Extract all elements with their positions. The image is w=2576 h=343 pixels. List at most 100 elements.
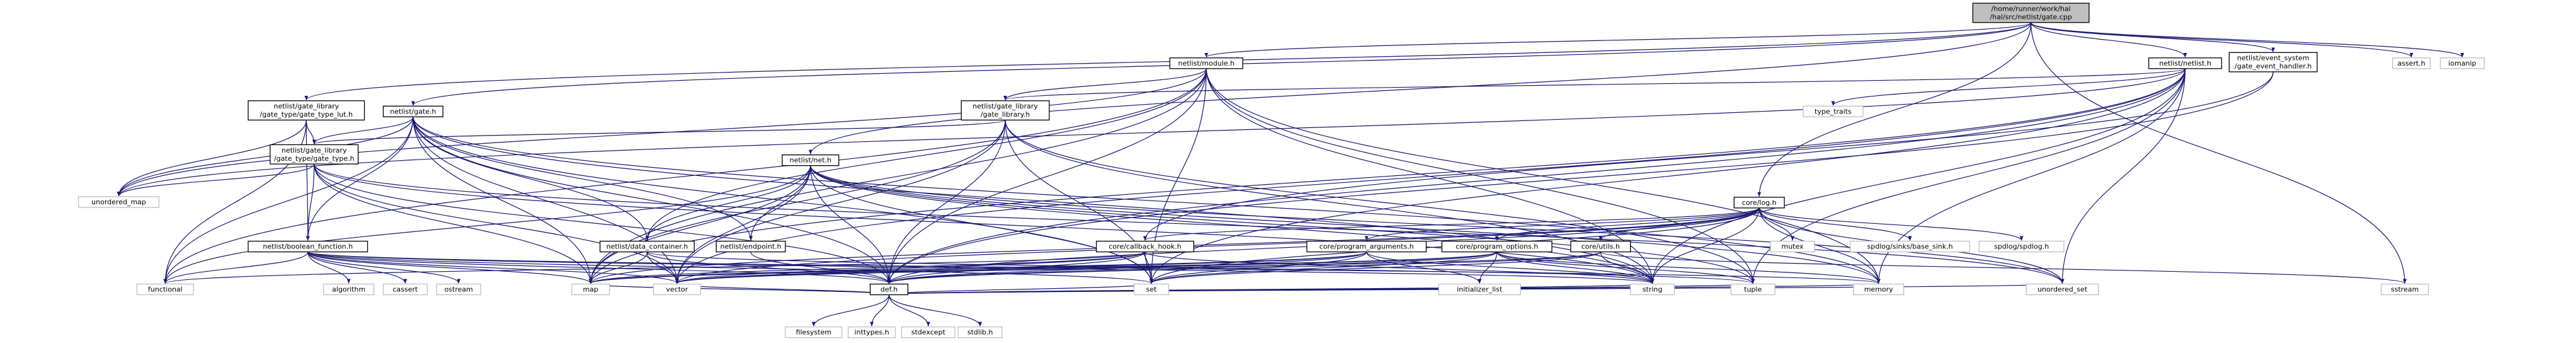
- node-box: [571, 283, 610, 296]
- node-inttypes: inttypes.h: [848, 326, 896, 339]
- edge-root-to-netlist_module: [1204, 22, 2032, 58]
- edge-netlist_gate-to-functional: [163, 117, 414, 284]
- edge-netlist_net-to-functional: [163, 165, 811, 284]
- edge-netlist_netlist-to-unordered_set: [2060, 68, 2186, 284]
- edge-core_log-to-string: [1650, 207, 1760, 284]
- edge-program_options-to-memory: [1496, 251, 1881, 284]
- node-label: netlist/endpoint.h: [720, 243, 781, 251]
- node-label: spdlog/sinks/base_sink.h: [1867, 243, 1953, 251]
- node-label: memory: [1864, 286, 1893, 294]
- node-label: assert.h: [2397, 59, 2425, 67]
- node-netlist-net[interactable]: netlist/net.h: [782, 154, 840, 166]
- edge-root-to-netlist_net: [808, 22, 2032, 154]
- edge-netlist_gate-to-data_container: [413, 117, 649, 241]
- node-algorithm: algorithm: [323, 283, 375, 296]
- edge-program_options-to-map: [589, 251, 1498, 284]
- node-box: [848, 326, 896, 339]
- node-root[interactable]: /home/runner/work/hal/hal/src/netlist/ga…: [1972, 3, 2090, 23]
- node-label: unordered_map: [91, 198, 146, 206]
- edge-event_handler-to-def: [887, 71, 2274, 284]
- node-data-container[interactable]: netlist/data_container.h: [600, 240, 695, 253]
- node-label: netlist/module.h: [1178, 59, 1235, 67]
- node-endpoint[interactable]: netlist/endpoint.h: [715, 240, 786, 253]
- node-netlist-gate[interactable]: netlist/gate.h: [382, 105, 443, 117]
- edge-program_options-to-def: [887, 251, 1498, 284]
- node-box: [248, 240, 368, 253]
- node-box: [1441, 240, 1553, 253]
- node-def[interactable]: def.h: [869, 283, 909, 296]
- edge-core_log-to-base_sink: [1758, 207, 1912, 241]
- edge-boolean_function-to-map: [307, 251, 593, 284]
- edge-netlist_net-to-string: [810, 165, 1655, 284]
- edge-root-to-sstream: [2031, 22, 2407, 284]
- node-gate-type-lut[interactable]: netlist/gate_library/gate_type/gate_type…: [248, 100, 365, 121]
- node-box: [1169, 57, 1243, 69]
- node-gate-type[interactable]: netlist/gate_library/gate_type/gate_type…: [270, 144, 359, 165]
- edge-core_log-to-memory: [1758, 207, 1881, 284]
- node-box: [1306, 240, 1427, 253]
- node-event-handler[interactable]: netlist/event_system/gate_event_handler.…: [2228, 52, 2318, 73]
- edge-core_log-to-vector: [675, 207, 1760, 284]
- edge-boolean_function-to-algorithm: [307, 252, 351, 284]
- edge-core_utils-to-vector: [675, 251, 1601, 284]
- node-label: /gate_event_handler.h: [2235, 62, 2311, 71]
- edge-netlist_netlist-to-string: [1650, 68, 2186, 284]
- node-functional: functional: [136, 283, 194, 296]
- node-box: [901, 326, 955, 339]
- edge-gate_type-to-unordered_map: [117, 163, 315, 197]
- edge-netlist_gate-to-unordered_map: [117, 117, 414, 196]
- node-box: [2148, 57, 2223, 69]
- edge-root-to-netlist_netlist: [2031, 22, 2187, 57]
- node-gate-library[interactable]: netlist/gate_library/gate_library.h: [960, 100, 1050, 121]
- node-label: tuple: [1744, 286, 1762, 294]
- node-boolean-function[interactable]: netlist/boolean_function.h: [248, 240, 368, 253]
- node-box: [1133, 283, 1170, 296]
- edge-core_log-to-program_arguments: [1364, 207, 1760, 241]
- edge-netlist_netlist-to-type_traits: [1831, 68, 2186, 106]
- node-box: [2228, 52, 2318, 73]
- node-box: [2439, 57, 2485, 69]
- node-sstream: sstream: [2381, 283, 2429, 296]
- node-label: algorithm: [332, 286, 365, 294]
- edge-program_options-to-set: [1149, 251, 1498, 284]
- node-core-utils[interactable]: core/utils.h: [1570, 240, 1631, 253]
- node-box: [1438, 283, 1521, 296]
- node-label: filesystem: [796, 328, 832, 337]
- node-vector: vector: [653, 283, 701, 296]
- node-label: netlist/net.h: [790, 156, 831, 165]
- node-callback-hook[interactable]: core/callback_hook.h: [1096, 240, 1195, 253]
- edge-netlist_gate-to-map: [413, 117, 593, 284]
- node-box: [960, 100, 1050, 121]
- edge-core_utils-to-string: [1600, 252, 1655, 284]
- node-box: [382, 105, 443, 117]
- node-map: map: [571, 283, 610, 296]
- node-label: netlist/netlist.h: [2159, 59, 2211, 67]
- node-set: set: [1133, 283, 1170, 296]
- edge-data_container-to-def: [646, 252, 891, 284]
- node-memory: memory: [1853, 283, 1905, 296]
- edge-program_arguments-to-map: [589, 251, 1367, 284]
- node-program-options[interactable]: core/program_options.h: [1441, 240, 1553, 253]
- node-netlist-netlist[interactable]: netlist/netlist.h: [2148, 57, 2223, 69]
- edge-core_log-to-mutex: [1758, 207, 1795, 241]
- edge-boolean_function-to-functional: [163, 252, 309, 284]
- node-label: netlist/gate_library: [282, 146, 347, 154]
- edge-program_arguments-to-vector: [675, 251, 1367, 284]
- edge-core_log-to-callback_hook: [1143, 207, 1760, 241]
- edge-core_log-to-spdlog: [1758, 207, 2024, 241]
- edge-def-to-stdlib: [888, 294, 983, 327]
- node-core-log[interactable]: core/log.h: [1733, 197, 1785, 209]
- edge-program_options-to-initializer_list: [1478, 252, 1498, 284]
- edge-netlist_gate-to-boolean_function: [305, 117, 414, 241]
- node-cassert: cassert: [382, 283, 428, 296]
- node-label: core/utils.h: [1582, 243, 1620, 251]
- node-label: /gate_library.h: [981, 110, 1030, 119]
- node-type-traits: type_traits: [1803, 105, 1864, 117]
- node-netlist-module[interactable]: netlist/module.h: [1169, 57, 1243, 69]
- node-box: [436, 283, 481, 296]
- node-program-arguments[interactable]: core/program_arguments.h: [1306, 240, 1427, 253]
- edge-netlist_module-to-def: [887, 68, 1207, 284]
- edge-gate_type_lut-to-gate_type: [305, 120, 316, 144]
- edge-gate_library-to-tuple: [1005, 120, 1755, 284]
